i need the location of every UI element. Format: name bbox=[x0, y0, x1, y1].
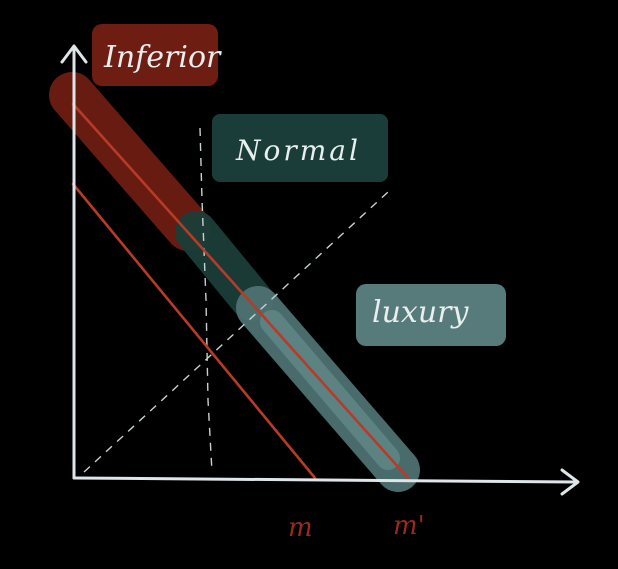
reference-lines bbox=[83, 127, 389, 473]
y-axis-arrow-icon bbox=[60, 44, 88, 64]
label-inferior: Inferior bbox=[92, 24, 222, 86]
label-normal-box bbox=[212, 114, 388, 182]
label-normal: Normal bbox=[212, 114, 388, 182]
budget-line-m-prime bbox=[71, 102, 410, 480]
x-axis bbox=[72, 476, 578, 484]
x-axis-arrow-icon bbox=[560, 468, 580, 496]
income-label-m: m bbox=[288, 513, 313, 543]
label-luxury: luxury bbox=[356, 284, 506, 346]
axes bbox=[60, 44, 580, 496]
income-label-m-prime: m' bbox=[393, 511, 425, 541]
label-normal-text: Normal bbox=[235, 134, 361, 167]
label-inferior-text: Inferior bbox=[103, 40, 222, 75]
label-inferior-box bbox=[92, 24, 218, 86]
label-luxury-box bbox=[356, 284, 506, 346]
normal-region-highlight bbox=[175, 211, 273, 321]
vertical-threshold-line bbox=[199, 127, 213, 473]
budget-line-m bbox=[71, 182, 317, 480]
label-luxury-text: luxury bbox=[372, 295, 469, 330]
inferior-region-highlight bbox=[49, 72, 211, 251]
budget-lines bbox=[71, 102, 410, 480]
